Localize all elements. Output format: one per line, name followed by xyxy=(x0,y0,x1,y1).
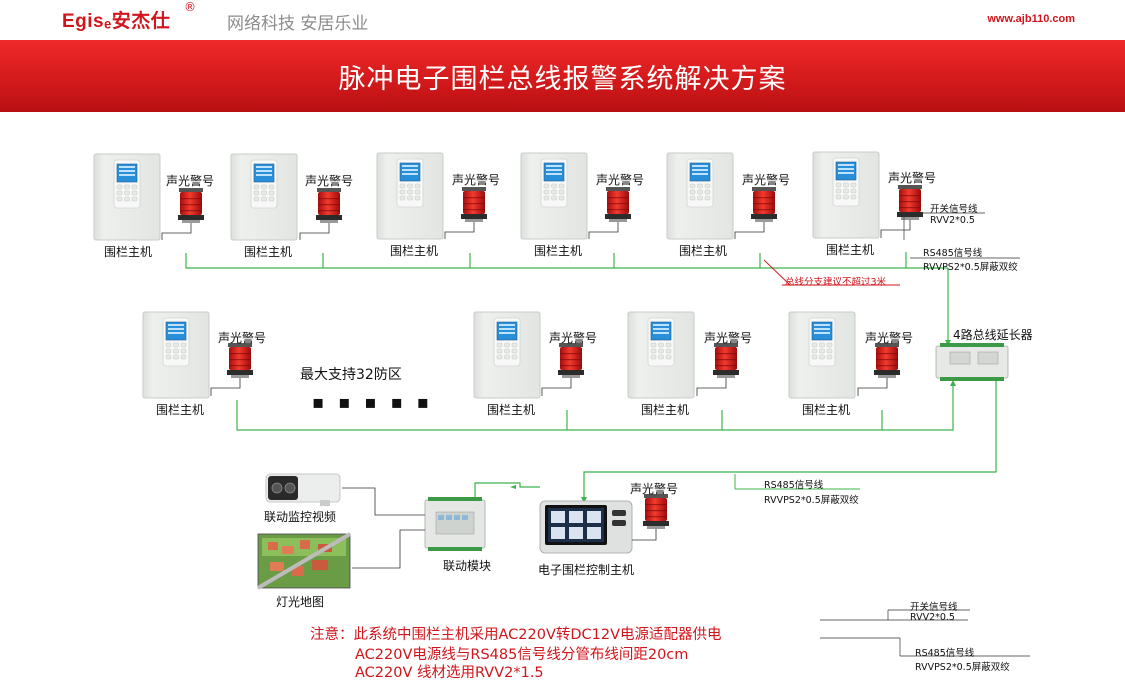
rvv-label-top: RVV2*0.5 xyxy=(930,215,975,226)
fence-host-r2-2 xyxy=(473,311,541,399)
rs485-label-bottom: RS485信号线 xyxy=(915,648,975,659)
branch-distance-note: 总线分支建议不超过3米 xyxy=(785,277,887,288)
alarm-label-r1-1: 声光警号 xyxy=(166,174,215,188)
map-label: 灯光地图 xyxy=(276,595,325,609)
website-link[interactable]: www.ajb110.com xyxy=(987,13,1075,25)
host-label-r1-3: 围栏主机 xyxy=(390,244,439,258)
alarm-lamp-r2-1 xyxy=(227,343,253,378)
alarm-label-r1-5: 声光警号 xyxy=(742,173,791,187)
brand-logo: Egisₑ安杰仕 xyxy=(62,11,171,32)
fence-host-r1-4 xyxy=(520,152,588,240)
alarm-lamp-r1-4 xyxy=(605,187,631,222)
fence-host-r1-5 xyxy=(666,152,734,240)
host-label-r2-2: 围栏主机 xyxy=(487,403,536,417)
switch-signal-label-top: 开关信号线 xyxy=(930,204,978,215)
extender-label: 4路总线延长器 xyxy=(953,328,1033,342)
host-label-r1-6: 围栏主机 xyxy=(826,243,875,257)
lighting-map-image xyxy=(256,532,352,590)
host-label-r1-2: 围栏主机 xyxy=(244,245,293,259)
fence-host-r1-3 xyxy=(376,152,444,240)
title-banner: 脉冲电子围栏总线报警系统解决方案 xyxy=(0,40,1125,112)
alarm-lamp-controller xyxy=(643,494,669,529)
module-label: 联动模块 xyxy=(443,559,492,573)
fence-controller-device xyxy=(539,500,633,554)
alarm-lamp-r2-2 xyxy=(558,343,584,378)
note-line-3: AC220V 线材选用RVV2*1.5 xyxy=(355,665,544,681)
rvvps-label-top: RVVPS2*0.5屏蔽双绞 xyxy=(923,262,1018,273)
alarm-label-r2-2: 声光警号 xyxy=(549,331,598,345)
alarm-label-r1-2: 声光警号 xyxy=(305,174,354,188)
alarm-label-r1-3: 声光警号 xyxy=(452,173,501,187)
fence-host-r2-1 xyxy=(142,311,210,399)
alarm-lamp-r1-2 xyxy=(316,188,342,223)
alarm-lamp-r1-5 xyxy=(751,187,777,222)
rs485-label-mid: RS485信号线 xyxy=(764,480,824,491)
alarm-label-r2-4: 声光警号 xyxy=(865,331,914,345)
rvvps-label-bottom: RVVPS2*0.5屏蔽双绞 xyxy=(915,662,1010,673)
max-zones-label: 最大支持32防区 xyxy=(300,367,402,383)
host-label-r1-1: 围栏主机 xyxy=(104,245,153,259)
alarm-lamp-r1-1 xyxy=(178,188,204,223)
host-label-r2-4: 围栏主机 xyxy=(802,403,851,417)
brand-slogan: 网络科技 安居乐业 xyxy=(227,14,369,34)
host-label-r1-5: 围栏主机 xyxy=(679,244,728,258)
fence-host-r1-6 xyxy=(812,151,880,239)
alarm-lamp-r1-6 xyxy=(897,185,923,220)
fence-host-r1-1 xyxy=(93,153,161,241)
host-label-r2-3: 围栏主机 xyxy=(641,403,690,417)
host-label-r2-1: 围栏主机 xyxy=(156,403,205,417)
rvv-label-bottom: RVV2*0.5 xyxy=(910,612,955,623)
fence-host-r1-2 xyxy=(230,153,298,241)
rs485-label-top: RS485信号线 xyxy=(923,248,983,259)
bus-extender-device xyxy=(935,343,1009,381)
alarm-lamp-r1-3 xyxy=(461,187,487,222)
ellipsis-dots: ▪▪▪▪▪ xyxy=(312,392,443,413)
camera-label: 联动监控视频 xyxy=(264,510,337,524)
rvvps-label-mid: RVVPS2*0.5屏蔽双绞 xyxy=(764,495,859,506)
controller-label: 电子围栏控制主机 xyxy=(538,563,635,577)
switch-signal-label-bottom: 开关信号线 xyxy=(910,602,958,613)
registered-mark: ® xyxy=(184,0,196,14)
page-header: Egisₑ安杰仕 ® 网络科技 安居乐业 www.ajb110.com xyxy=(0,0,1125,40)
host-label-r1-4: 围栏主机 xyxy=(534,244,583,258)
note-line-2: AC220V电源线与RS485信号线分管布线间距20cm xyxy=(355,647,689,663)
alarm-label-r1-6: 声光警号 xyxy=(888,171,937,185)
linkage-module-device xyxy=(424,497,486,551)
fence-host-r2-3 xyxy=(627,311,695,399)
alarm-label-r2-1: 声光警号 xyxy=(218,331,267,345)
surveillance-camera xyxy=(265,473,341,506)
alarm-lamp-r2-4 xyxy=(874,343,900,378)
page-title: 脉冲电子围栏总线报警系统解决方案 xyxy=(338,64,787,95)
alarm-lamp-r2-3 xyxy=(713,343,739,378)
fence-host-r2-4 xyxy=(788,311,856,399)
alarm-label-r1-4: 声光警号 xyxy=(596,173,645,187)
alarm-label-r2-3: 声光警号 xyxy=(704,331,753,345)
alarm-label-controller: 声光警号 xyxy=(630,482,679,496)
note-line-1: 注意：此系统中围栏主机采用AC220V转DC12V电源适配器供电 xyxy=(310,627,722,643)
